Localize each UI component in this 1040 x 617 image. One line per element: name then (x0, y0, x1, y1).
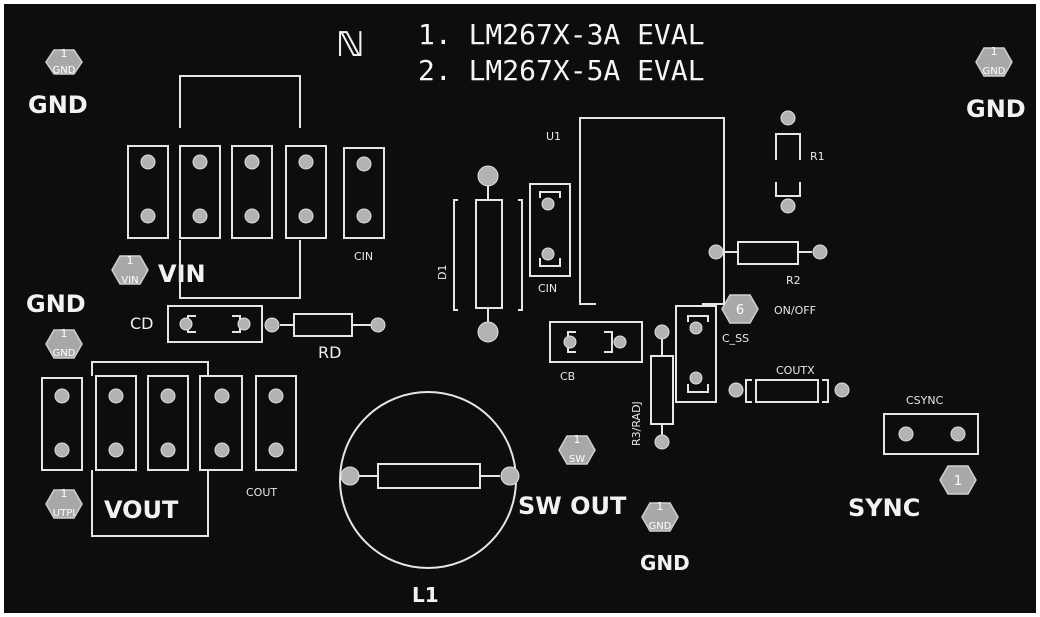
vout-label: VOUT (104, 496, 179, 524)
refdes-csync: CSYNC (906, 394, 944, 407)
svg-text:1: 1 (657, 500, 664, 513)
svg-text:1: 1 (127, 254, 134, 267)
test-point: 1 GND (45, 327, 83, 359)
coutx-capacitor (728, 379, 850, 403)
national-semiconductor-logo-icon: ℕ (336, 25, 364, 65)
refdes-r1: R1 (810, 150, 825, 163)
refdes-u1: U1 (546, 130, 561, 143)
title-line-1: 1. LM267X-3A EVAL (418, 18, 705, 51)
refdes-d1: D1 (436, 265, 449, 280)
refdes-cout: COUT (246, 486, 277, 499)
test-point: 6 (721, 294, 759, 324)
svg-text:1: 1 (954, 474, 962, 489)
refdes-on-off: ON/OFF (774, 304, 816, 317)
svg-text:1: 1 (574, 433, 581, 446)
cin-capacitor (529, 183, 571, 277)
refdes-rd: RD (318, 343, 341, 362)
gnd-label: GND (966, 95, 1026, 123)
refdes-r2: R2 (786, 274, 801, 287)
r2-resistor (708, 241, 828, 265)
test-point: 1 UTPI (45, 487, 83, 519)
title-line-2: 2. LM267X-5A EVAL (418, 54, 705, 87)
l1-inductor (339, 391, 520, 569)
svg-text:GND: GND (649, 521, 672, 532)
refdes-coutx: COUTX (776, 364, 815, 377)
refdes-r3-radj: R3/RADJ (630, 401, 643, 446)
test-point: 1 SW (558, 433, 596, 465)
sw-out-label: SW OUT (518, 492, 627, 520)
test-point: 1 GND (975, 45, 1013, 77)
cb-capacitor (549, 321, 643, 363)
cin-capacitor-bank (127, 75, 385, 299)
cd-capacitor (167, 305, 263, 343)
svg-text:VIN: VIN (121, 275, 138, 286)
r1-resistor (775, 110, 801, 214)
svg-text:GND: GND (53, 348, 76, 359)
refdes-c-ss: C_SS (722, 332, 749, 345)
svg-text:ℕ: ℕ (336, 25, 364, 65)
refdes-cb: CB (560, 370, 575, 383)
l1-label: L1 (412, 583, 439, 607)
test-point: 1 (939, 465, 977, 495)
vin-label: VIN (158, 260, 206, 288)
refdes-cin-mid: CIN (538, 282, 557, 295)
svg-text:1: 1 (991, 45, 998, 58)
r3-radj-resistor (650, 324, 674, 450)
pcb-board (4, 4, 1036, 613)
csync-capacitor (883, 413, 979, 455)
svg-text:1: 1 (61, 487, 68, 500)
test-point: 1 VIN (111, 254, 149, 286)
cout-capacitor-bank (41, 361, 297, 537)
refdes-cd: CD (130, 314, 154, 333)
svg-text:UTPI: UTPI (53, 508, 75, 519)
test-point: 1 GND (641, 500, 679, 532)
u1-regulator (579, 117, 725, 305)
test-point: 1 GND (45, 47, 83, 76)
svg-text:1: 1 (61, 327, 68, 340)
svg-text:1: 1 (61, 47, 68, 60)
svg-text:6: 6 (736, 303, 744, 318)
rd-resistor (264, 313, 386, 337)
svg-text:SW: SW (569, 454, 585, 465)
refdes-cin: CIN (354, 250, 373, 263)
svg-text:GND: GND (983, 66, 1006, 77)
svg-text:GND: GND (53, 65, 76, 76)
sync-label: SYNC (848, 494, 920, 522)
gnd-label: GND (26, 290, 86, 318)
gnd-label: GND (28, 91, 88, 119)
c-ss-capacitor (675, 305, 717, 403)
gnd-label: GND (640, 551, 690, 575)
d1-diode (453, 165, 523, 343)
